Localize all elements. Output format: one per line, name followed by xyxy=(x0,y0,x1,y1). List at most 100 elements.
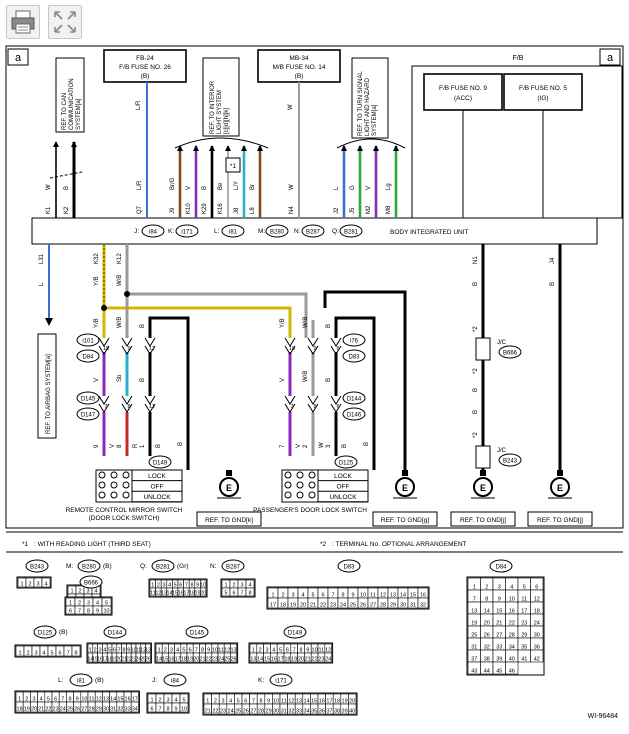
i171-pin: 5 xyxy=(237,698,240,704)
d145-pin: 15 xyxy=(162,656,168,662)
bottom-wire-color: B xyxy=(473,282,479,286)
i171-pin: 9 xyxy=(267,698,270,704)
ref-can-box xyxy=(55,57,85,133)
d144-pin: 2 xyxy=(94,647,97,653)
d84-pin: 28 xyxy=(509,632,515,638)
wire-arrow-up xyxy=(257,145,263,151)
print-button[interactable] xyxy=(6,5,40,39)
d149-pin-cell xyxy=(324,652,332,663)
connector-id: D144 xyxy=(347,396,362,402)
ground-ref[interactable]: REF. TO GND[k] xyxy=(205,517,253,524)
d145-pin: 13 xyxy=(230,647,236,653)
b281-pin: 18 xyxy=(189,590,195,596)
switch-state: LOCK xyxy=(148,473,166,480)
connector-terminal xyxy=(121,403,133,413)
i84-pin: 2 xyxy=(158,697,161,703)
d84-pin: 45 xyxy=(496,668,502,674)
frame-marker-left-label: a xyxy=(15,52,22,64)
d84-id: D84 xyxy=(495,564,507,570)
bcu-label: BODY INTEGRATED UNIT xyxy=(390,229,469,236)
expand-button[interactable] xyxy=(48,5,82,39)
i84-pin: 7 xyxy=(158,706,161,712)
wire-arrow-up xyxy=(53,141,59,147)
d84-pin-cell xyxy=(505,661,519,675)
i81-pin: 7 xyxy=(61,696,64,702)
body-integrated-unit xyxy=(31,217,598,245)
wire-color-top: B xyxy=(326,324,332,328)
ground-ref[interactable]: REF. TO GND[j] xyxy=(537,517,583,524)
b243-id: B243 xyxy=(30,564,45,570)
connector-terminal xyxy=(284,345,296,355)
switch-contact xyxy=(122,481,130,489)
d144-pin: 15 xyxy=(92,656,98,662)
d149-pin: 18 xyxy=(284,656,290,662)
i81-pin: 29 xyxy=(96,706,102,712)
d145-pin: 7 xyxy=(195,647,198,653)
bcu-conn-id-oval xyxy=(265,224,289,238)
b666-pin: 7 xyxy=(78,608,81,614)
d83-pin: 10 xyxy=(360,592,366,598)
splice-dot xyxy=(124,291,130,297)
d125-pin: 4 xyxy=(42,650,45,656)
ground-wire xyxy=(334,316,376,470)
b287-pin: 5 xyxy=(224,590,227,596)
note1-mark: *1 xyxy=(22,541,29,548)
i171-pin: 12 xyxy=(288,698,294,704)
top-wire-pin: M2 xyxy=(366,205,372,214)
d84-pin: 25 xyxy=(471,632,477,638)
d83-pin: 12 xyxy=(380,592,386,598)
d145-pin: 14 xyxy=(156,656,162,662)
switch-name: (DOOR LOCK SWITCH) xyxy=(89,515,160,522)
ref-airbag[interactable]: REF. TO AIRBAG SYSTEM[a] xyxy=(46,354,52,434)
d149-pin: 16 xyxy=(271,656,277,662)
i171-pin: 36 xyxy=(319,708,325,714)
d83-id: D83 xyxy=(343,564,355,570)
d145-pin: 21 xyxy=(199,656,205,662)
switch-contact xyxy=(122,471,130,479)
terminal-pin: 6 xyxy=(336,404,339,410)
ground-symbol-letter: E xyxy=(480,483,486,493)
wire-color-top: W/B xyxy=(117,317,123,328)
connector-id: D84 xyxy=(82,354,94,360)
top-wire-color: L/Y xyxy=(234,181,240,190)
top-wire-pin: J8 xyxy=(234,207,240,214)
ref-interior[interactable]: REF. TO INTERIORLIGHT SYSTEM[c][d][h][k] xyxy=(210,80,230,134)
d149-pin: 9 xyxy=(306,647,309,653)
d149-pin: 6 xyxy=(286,647,289,653)
i171-pin: 19 xyxy=(342,698,348,704)
b243-id-oval xyxy=(25,559,49,573)
b287-pin: 4 xyxy=(248,582,251,588)
b666-pin: 8 xyxy=(87,608,90,614)
bottom-wire-pin: K12 xyxy=(117,253,123,264)
interior-bracket xyxy=(174,137,269,149)
terminal-pin: 8 xyxy=(313,404,316,410)
connector-terminal xyxy=(307,395,319,405)
i81-pin: 8 xyxy=(68,696,71,702)
d84-pin: 29 xyxy=(521,632,527,638)
i171-pin: 18 xyxy=(334,698,340,704)
frame-marker-left xyxy=(7,48,29,66)
i84-id: i84 xyxy=(171,678,180,684)
ref-can[interactable]: REF. TO CANCOMMUNICATIONSYSTEM[a] xyxy=(62,78,82,130)
ref-turn[interactable]: REF. TO TURN SIGNALLIGHT AND HAZARDSYSTE… xyxy=(358,71,378,136)
d145-id-oval xyxy=(185,625,209,639)
switch-state: LOCK xyxy=(334,473,352,480)
d84-pin: 10 xyxy=(509,596,515,602)
d84-pin: 36 xyxy=(534,644,540,650)
d83-pin: 20 xyxy=(300,602,306,608)
d125-pin: 1 xyxy=(18,650,21,656)
ground-ref[interactable]: REF. TO GND[g] xyxy=(381,517,429,524)
b281-pin: 8 xyxy=(190,582,193,588)
d149-pin: 24 xyxy=(325,656,331,662)
i81-pin: 26 xyxy=(74,706,80,712)
b280-pin: 2 xyxy=(78,588,81,594)
top-wire-color: W xyxy=(46,184,52,190)
connector-id-oval xyxy=(76,391,100,405)
d145-pin: 16 xyxy=(168,656,174,662)
connector-id: i76 xyxy=(350,338,359,344)
d84-pin: 22 xyxy=(509,620,515,626)
d84-pin: 44 xyxy=(484,668,490,674)
bottom-wire-color: L xyxy=(39,282,45,286)
ground-ref[interactable]: REF. TO GND[j] xyxy=(460,517,506,524)
